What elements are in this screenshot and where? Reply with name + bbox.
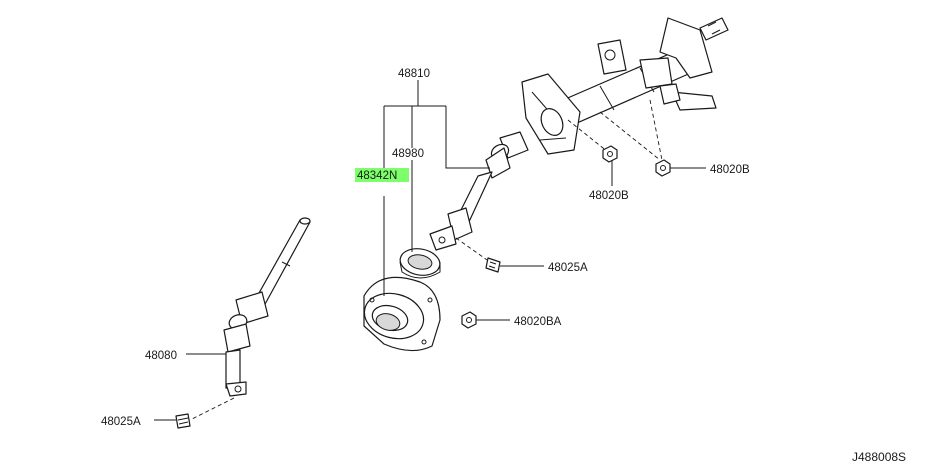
lower-shaft-48080 [189,217,311,421]
label-48025A-upper: 48025A [548,262,588,274]
boot-48342N [363,276,441,352]
part-labels: 48810 48980 48342N 48020B 48020B 48025A … [101,68,750,428]
steering-column-assembly [429,17,729,263]
highlight-marker [355,168,409,182]
bolt-48025A-upper [485,257,501,273]
label-48020BA: 48020BA [514,316,562,328]
label-48980: 48980 [392,148,424,160]
label-48020B-right: 48020B [710,164,750,176]
label-48025A-lower: 48025A [101,416,141,428]
label-48080: 48080 [145,350,177,362]
seal-48980 [399,248,441,279]
nut-48020B-right [655,159,671,177]
drawing-code: J488008S [852,450,906,464]
leader-lines [154,80,706,421]
label-48810: 48810 [398,68,430,80]
label-48342N[interactable]: 48342N [357,170,397,182]
nut-48020BA [461,311,477,329]
label-48020B-left: 48020B [589,190,629,202]
nut-48020B-left [602,145,618,163]
bolt-48025A-lower [175,413,191,429]
